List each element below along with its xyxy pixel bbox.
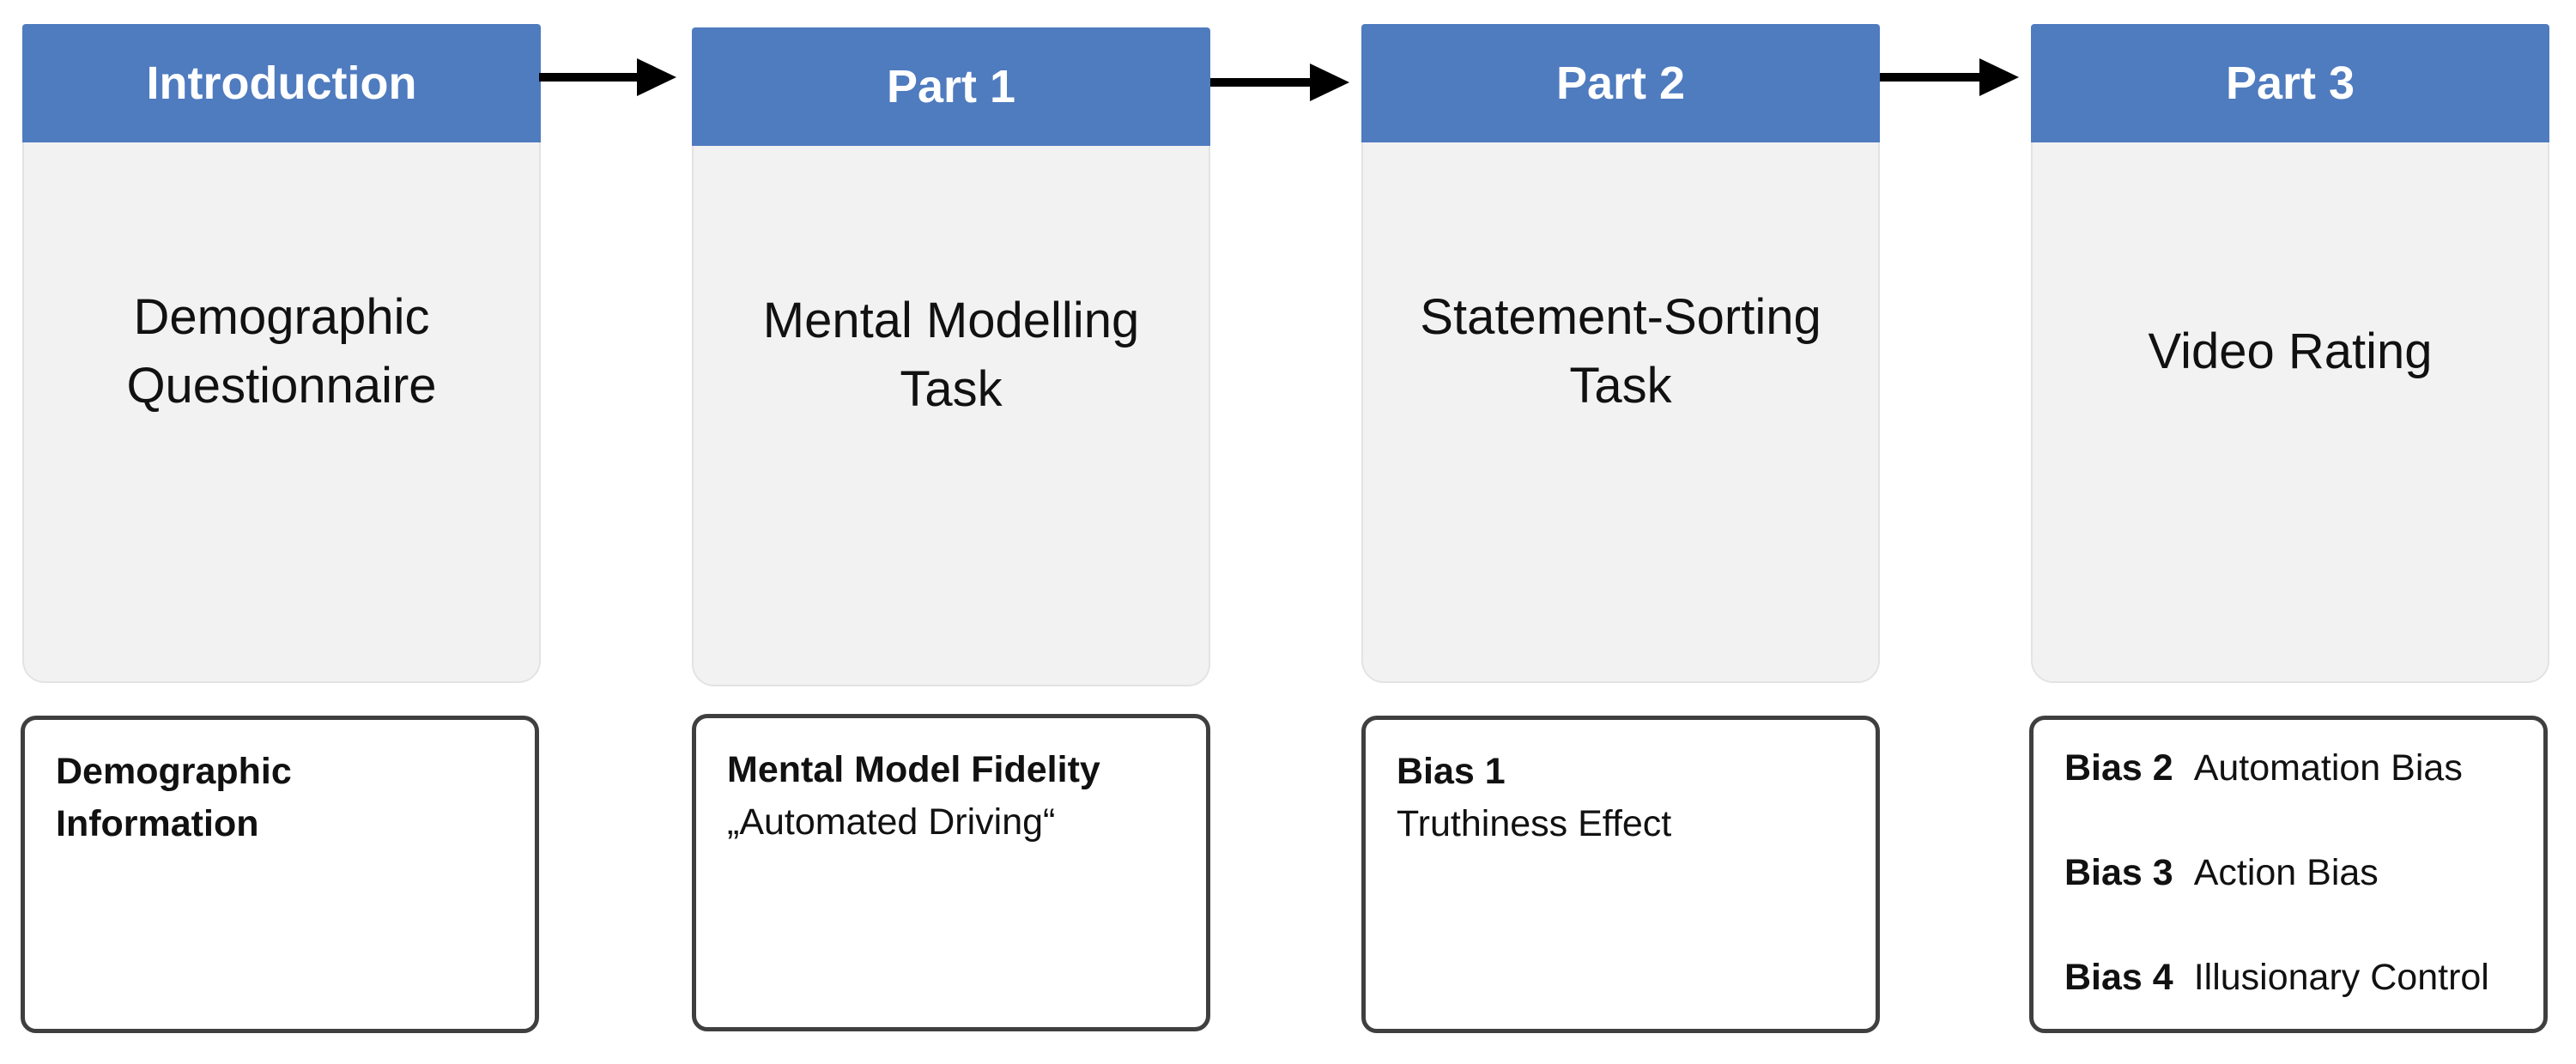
result-subtitle: „Automated Driving“: [727, 801, 1056, 843]
stage-body-line: Demographic: [133, 289, 430, 345]
stage-body-part-2: Statement-Sorting Task: [1363, 283, 1878, 420]
bias-name: Action Bias: [2193, 852, 2379, 893]
stage-card-introduction: Introduction Demographic Questionnaire: [22, 24, 541, 683]
stage-body-part-1: Mental Modelling Task: [694, 287, 1209, 424]
bias-name: Illusionary Control: [2193, 957, 2489, 998]
result-title: Bias 1: [1397, 751, 1506, 792]
stage-body-line: Mental Modelling: [762, 293, 1140, 348]
stage-body-line: Statement-Sorting: [1420, 289, 1821, 345]
bias-label: Bias 3: [2064, 852, 2173, 893]
stage-header-part-3: Part 3: [2031, 24, 2549, 142]
result-title: Mental Model Fidelity: [727, 749, 1100, 790]
stage-header-part-2: Part 2: [1361, 24, 1880, 142]
stage-body-line: Questionnaire: [126, 358, 437, 414]
result-box-part-1: Mental Model Fidelity „Automated Driving…: [692, 714, 1210, 1031]
stage-body-line: Task: [1569, 358, 1672, 414]
bias-label: Bias 2: [2064, 747, 2173, 789]
flow-arrow-1: [539, 58, 676, 96]
stage-header-part-1: Part 1: [692, 27, 1210, 146]
stage-body-introduction: Demographic Questionnaire: [24, 283, 539, 420]
stage-body-part-3: Video Rating: [2033, 317, 2548, 386]
flow-arrow-3: [1880, 58, 2019, 96]
stage-card-part-3: Part 3 Video Rating: [2031, 24, 2549, 683]
result-box-introduction: Demographic Information: [21, 716, 539, 1033]
bias-row: Bias 2 Automation Bias: [2064, 742, 2489, 847]
stage-header-introduction: Introduction: [22, 24, 541, 142]
result-box-part-2: Bias 1 Truthiness Effect: [1361, 716, 1880, 1033]
stage-body-line: Task: [900, 361, 1003, 417]
stage-card-part-1: Part 1 Mental Modelling Task: [692, 27, 1210, 686]
stage-card-part-2: Part 2 Statement-Sorting Task: [1361, 24, 1880, 683]
stage-body-line: Video Rating: [2148, 323, 2433, 379]
bias-row: Bias 3 Action Bias: [2064, 847, 2489, 952]
result-title-line: Demographic: [56, 751, 292, 792]
result-title-line: Information: [56, 803, 259, 844]
result-subtitle: Truthiness Effect: [1397, 803, 1672, 844]
bias-name: Automation Bias: [2193, 747, 2463, 789]
flow-arrow-2: [1210, 63, 1349, 101]
bias-row: Bias 4 Illusionary Control: [2064, 952, 2489, 1056]
bias-label: Bias 4: [2064, 957, 2173, 998]
